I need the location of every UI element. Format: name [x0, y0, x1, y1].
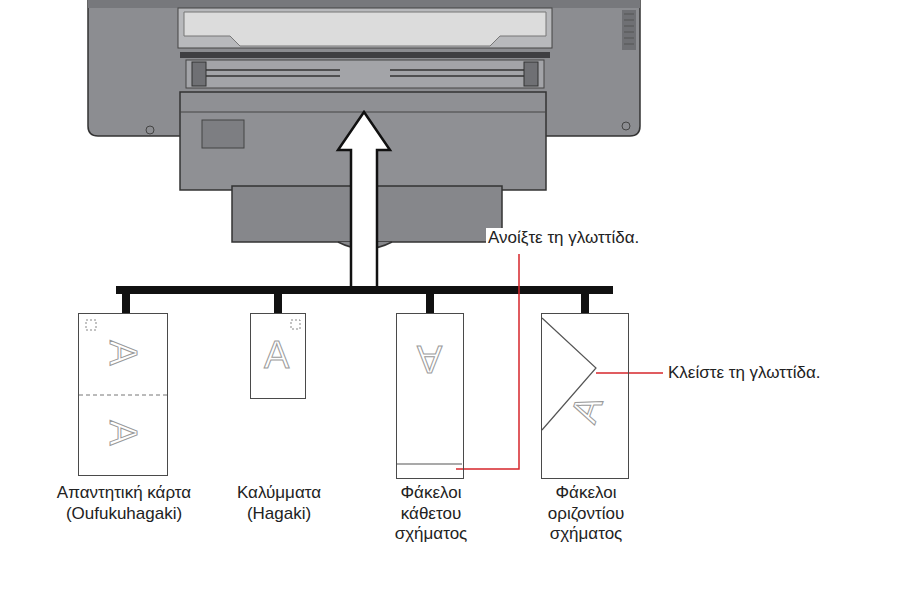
node-caption: Φάκελοι οριζοντίου σχήματος	[534, 483, 638, 545]
orientation-glyph: A	[104, 420, 142, 445]
branch-bar	[116, 286, 613, 294]
instruction-label: Κλείστε τη γλωττίδα.	[666, 363, 823, 383]
envelope-flap	[397, 463, 462, 464]
branch-drop	[426, 286, 434, 314]
left-guide	[192, 62, 206, 86]
instruction-label: Ανοίξτε τη γλωττίδα.	[486, 228, 641, 248]
screw	[622, 122, 630, 130]
leader-line	[596, 372, 663, 374]
fold-line	[79, 395, 167, 396]
node-caption: Απαντητική κάρτα (Oufukuhagaki)	[36, 483, 212, 524]
stamp-box	[86, 320, 96, 330]
orientation-glyph: A	[104, 340, 142, 365]
leader-line	[456, 254, 519, 469]
guide-rails	[196, 70, 534, 76]
tray-opening	[178, 8, 552, 48]
tray-guides	[186, 60, 544, 88]
vertical-envelope: Φάκελοι κάθετου σχήματος	[396, 313, 464, 479]
printer-top-band	[88, 0, 640, 8]
insert-arrow	[338, 112, 390, 288]
node-caption: Καλύμματα (Hagaki)	[224, 483, 334, 524]
right-guide	[524, 62, 538, 86]
stamp-box	[291, 320, 300, 329]
printer-vent	[622, 10, 636, 50]
branch-drop	[581, 286, 589, 314]
screw	[146, 126, 154, 134]
orientation-glyph: A	[417, 340, 442, 378]
feed-slot	[180, 52, 550, 58]
vent-lines	[624, 14, 634, 44]
paper-stack	[184, 12, 546, 46]
tray-label-area	[202, 120, 244, 148]
node-caption: Φάκελοι κάθετου σχήματος	[381, 483, 481, 545]
reply-card: Απαντητική κάρτα (Oufukuhagaki)	[78, 313, 168, 476]
orientation-glyph: A	[264, 336, 289, 374]
orientation-glyph: A	[564, 391, 608, 428]
branch-drop	[274, 286, 282, 314]
branch-drop	[122, 286, 130, 314]
